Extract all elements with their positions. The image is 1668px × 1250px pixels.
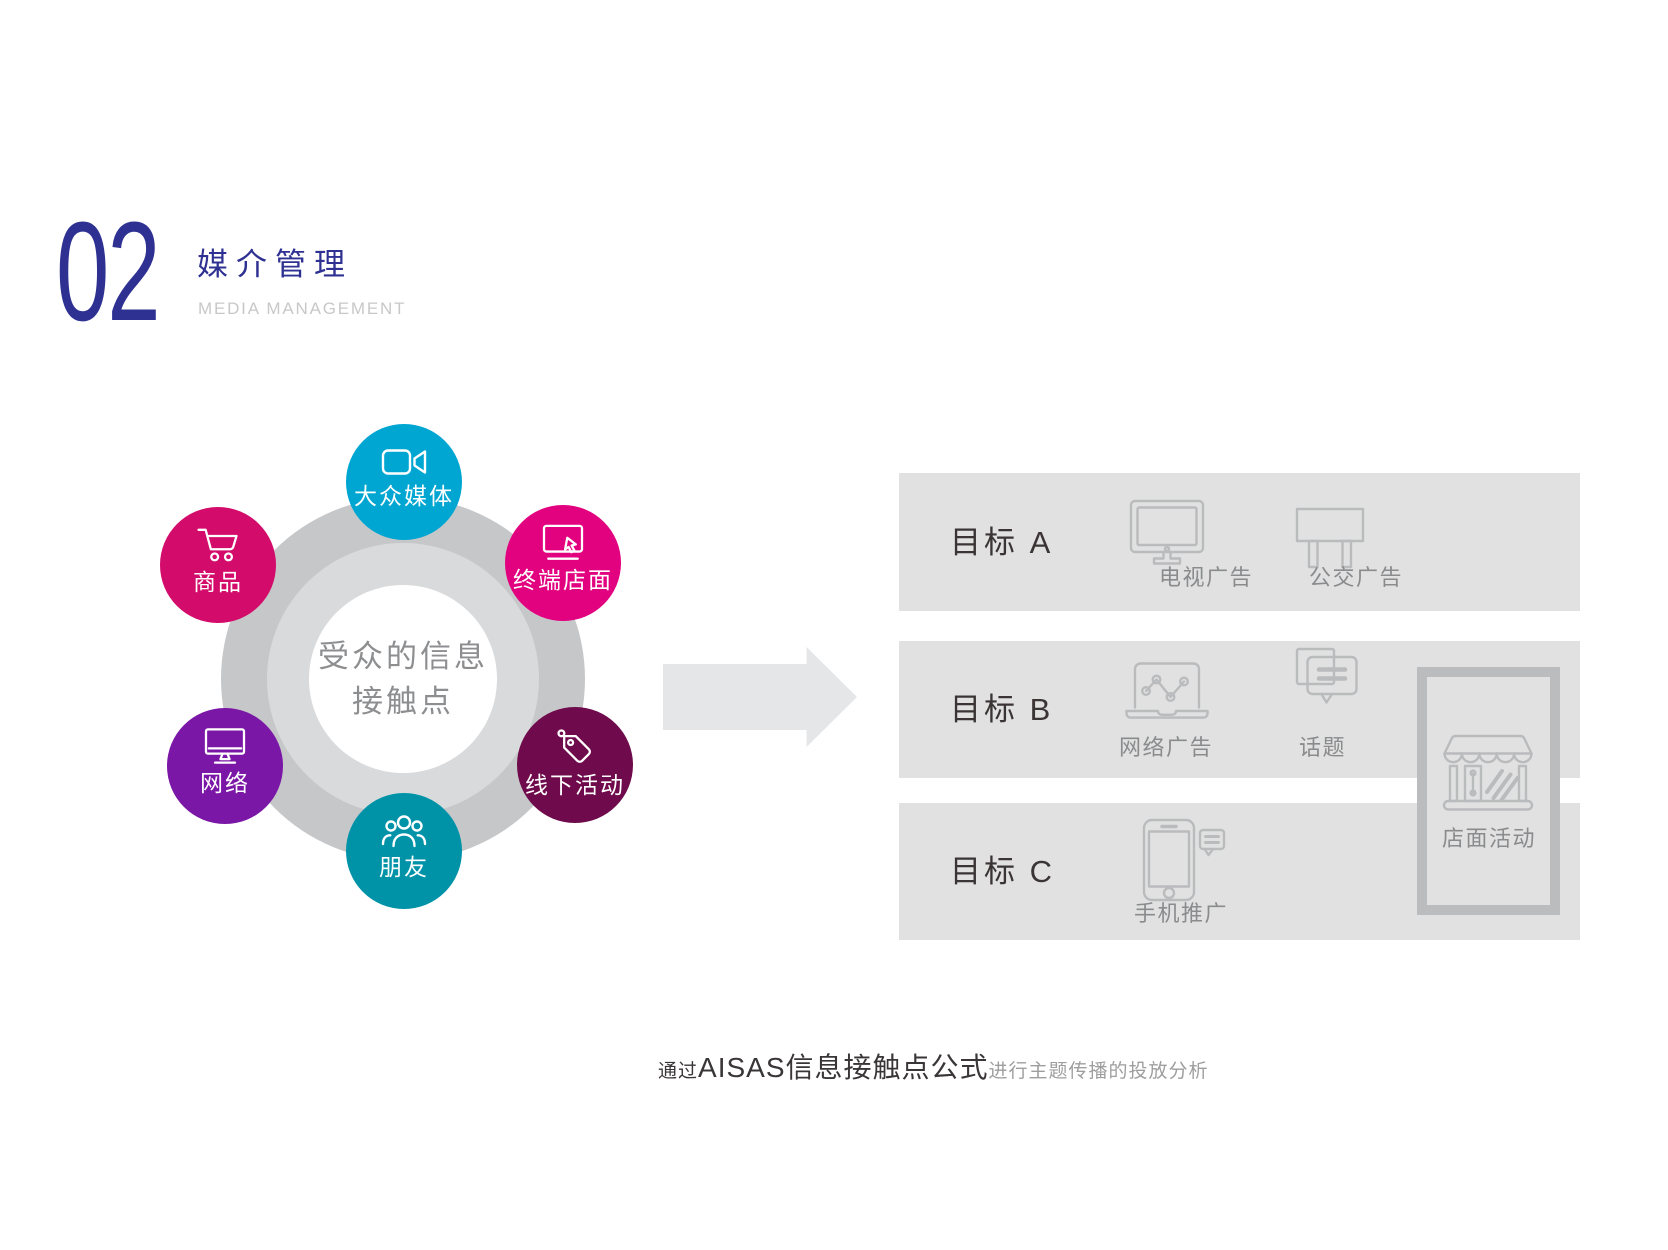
tv-ad-label: 电视广告 [1159,565,1254,590]
shopping-cart-icon [196,526,240,564]
page-title: 媒介管理 [197,247,353,282]
hub-node-offline-activity: 线下活动 [517,707,633,823]
phone-bubble-label: 手机推广 [1134,901,1229,926]
chat-bubbles-label: 话题 [1299,735,1347,760]
target-row-a [899,473,1580,611]
hub-node-network: 网络 [167,708,283,824]
caption: 通过 AISAS信息接触点公式 进行主题传播的投放分析 [658,1046,1209,1086]
phone-bubble-icon [1142,818,1242,902]
page-subtitle: MEDIA MANAGEMENT [198,299,407,318]
laptop-chart-icon [1124,660,1210,722]
storefront-icon [1440,734,1536,818]
hub-node-label: 大众媒体 [354,483,454,509]
right-arrow [663,647,857,747]
tv-ad-icon [1129,499,1205,567]
price-tag-icon [553,723,597,767]
video-camera-icon [381,446,427,478]
caption-suffix: 进行主题传播的投放分析 [988,1061,1209,1082]
hub-center-circle: 受众的信息 接触点 [309,585,497,773]
hub-node-label: 朋友 [379,854,429,880]
hub-node-goods: 商品 [160,507,276,623]
chat-bubbles-icon [1295,647,1359,709]
hub-center-text-line1: 受众的信息 [318,639,488,674]
people-group-icon [381,813,427,849]
hub-node-label: 线下活动 [525,772,625,798]
hub-center-text-line2: 接触点 [352,684,454,719]
hub-node-label: 终端店面 [513,567,613,593]
hub-node-mass-media: 大众媒体 [346,424,462,540]
billboard-label: 公交广告 [1309,565,1404,590]
laptop-chart-label: 网络广告 [1119,735,1214,760]
billboard-icon [1295,507,1365,569]
caption-prefix: 通过 [658,1061,699,1082]
monitor-cursor-icon [541,524,585,562]
goal-a-label: 目标 A [950,525,1054,560]
store-activity-box [1417,667,1560,915]
store-activity-label: 店面活动 [1442,826,1537,851]
section-number: 02 [56,192,161,350]
goal-b-label: 目标 B [950,692,1054,727]
hub-node-terminal-store: 终端店面 [505,505,621,621]
goal-c-label: 目标 C [950,854,1055,889]
hub-node-label: 网络 [200,770,250,796]
hub-node-friends: 朋友 [346,793,462,909]
hub-node-label: 商品 [193,569,243,595]
caption-highlight: AISAS信息接触点公式 [698,1052,989,1083]
desktop-monitor-icon [203,727,247,765]
